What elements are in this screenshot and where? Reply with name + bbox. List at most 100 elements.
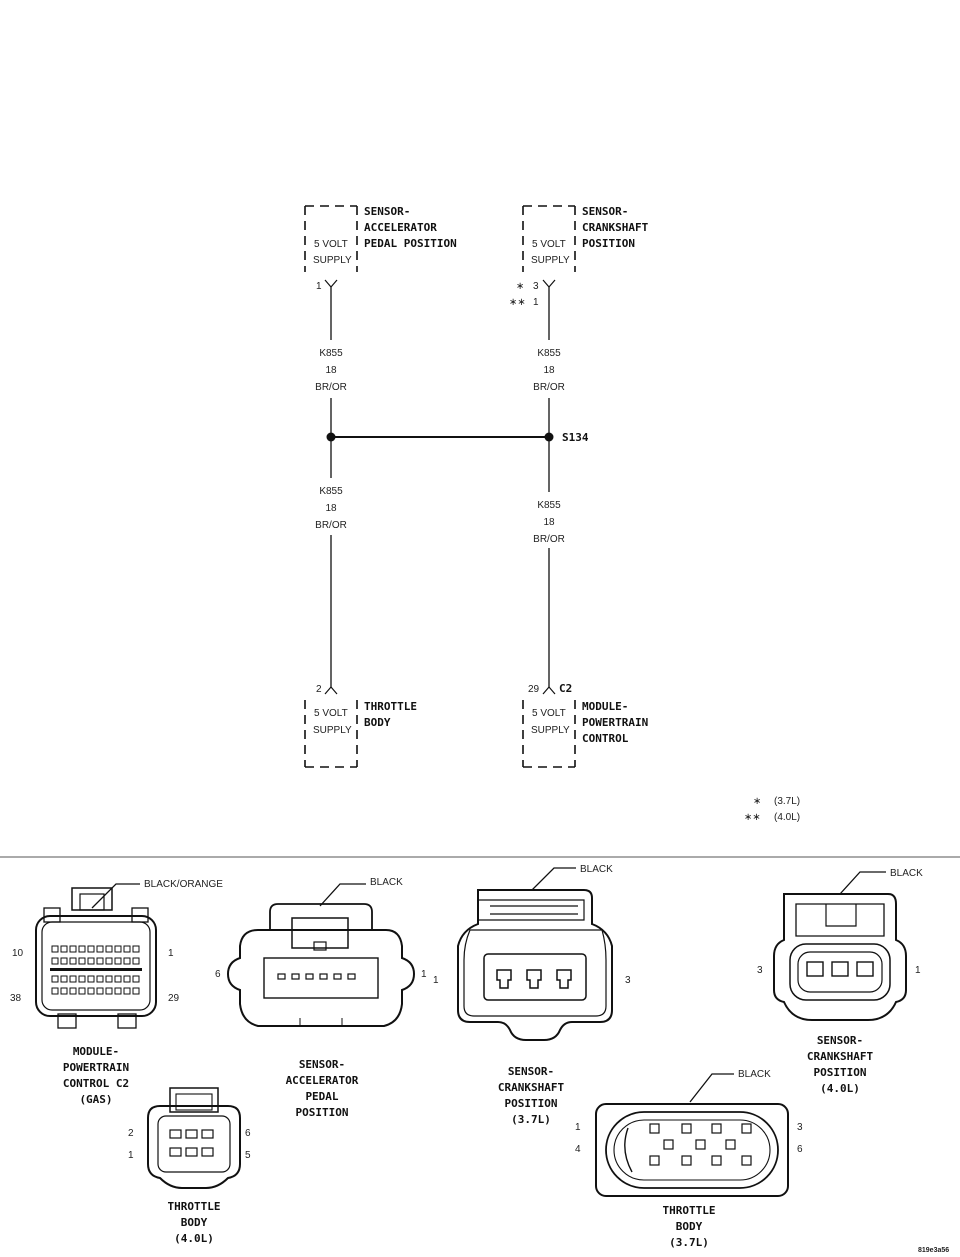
component-sensor-ckp: SENSOR- CRANKSHAFT POSITION 5 VOLT SUPPL…: [509, 205, 649, 308]
splice-dot-left: [326, 432, 336, 442]
connector-title: (4.0L): [820, 1082, 860, 1095]
supply-label: 5 VOLT: [314, 708, 348, 719]
component-outline: [304, 205, 358, 272]
cavity: [105, 987, 113, 995]
component-title: PEDAL POSITION: [364, 237, 457, 250]
cavity: [831, 961, 849, 977]
cavity: [87, 957, 95, 965]
cavity: [333, 973, 342, 980]
cavity: [185, 1147, 198, 1157]
pin-mark: ∗: [516, 281, 524, 292]
connector-cavities: [50, 945, 142, 995]
wire-label: BR/OR: [315, 382, 347, 393]
cavity: [69, 975, 77, 983]
connector-cavities: [496, 969, 572, 989]
pin-number: 3: [797, 1122, 803, 1133]
connector-title: (4.0L): [174, 1232, 214, 1245]
component-title: SENSOR-: [582, 205, 628, 218]
cavity: [60, 957, 68, 965]
wire-label: 18: [325, 503, 337, 514]
connector-color: BLACK/ORANGE: [144, 879, 223, 890]
connector-color: BLACK: [580, 864, 613, 875]
connector-latch: [79, 893, 105, 911]
connector-color: BLACK: [738, 1069, 771, 1080]
pin-number: 3: [533, 281, 539, 292]
legend-text: (4.0L): [774, 812, 800, 823]
cavity: [663, 1139, 674, 1150]
wire-label: BR/OR: [315, 520, 347, 531]
cavity: [123, 957, 131, 965]
schematic: SENSOR- ACCELERATOR PEDAL POSITION 5 VOL…: [304, 205, 649, 768]
color-leader: [839, 871, 886, 895]
component-outline: [304, 700, 358, 768]
cavity: [51, 975, 59, 983]
cavity: [526, 969, 542, 989]
cavity: [114, 945, 122, 953]
connector-title: SENSOR-: [817, 1034, 863, 1047]
wire-label: K855: [319, 348, 343, 359]
pin-number: 3: [757, 965, 763, 976]
splice-dot-right: [544, 432, 554, 442]
pin-number: 6: [245, 1128, 251, 1139]
cavity: [201, 1147, 214, 1157]
cavity: [96, 957, 104, 965]
connector-title: MODULE-: [73, 1045, 119, 1058]
cavity: [60, 987, 68, 995]
wire-label: BR/OR: [533, 534, 565, 545]
connector-body: [35, 915, 157, 1017]
pin-number: 1: [533, 297, 539, 308]
connector-cavities: [806, 961, 874, 977]
legend-text: (3.7L): [774, 796, 800, 807]
cavity: [114, 975, 122, 983]
connector-latch: [169, 1087, 219, 1113]
figure-id: 819e3a56: [918, 1247, 949, 1254]
female-terminal-icon: [324, 686, 338, 695]
cavity: [87, 987, 95, 995]
supply-label: 5 VOLT: [532, 708, 566, 719]
cavity: [105, 945, 113, 953]
cavity: [78, 957, 86, 965]
connector-title: (GAS): [79, 1093, 112, 1106]
cavity: [114, 987, 122, 995]
component-title: POWERTRAIN: [582, 716, 648, 729]
pin-number: 5: [245, 1150, 251, 1161]
connector-body: [595, 1103, 789, 1197]
pin-number: 1: [316, 281, 322, 292]
connector-view-tb-40: 2 1 6 5 THROTTLE BODY (4.0L): [128, 1087, 251, 1245]
cavity: [78, 945, 86, 953]
connector-cavities: [277, 973, 356, 980]
supply-label: SUPPLY: [531, 725, 570, 736]
connector-face: [263, 957, 379, 999]
connector-title: (3.7L): [511, 1113, 551, 1126]
supply-label: SUPPLY: [313, 255, 352, 266]
cavity: [96, 975, 104, 983]
connector-ear: [117, 1013, 137, 1029]
connector-view-app: BLACK 6 1 SENSOR- ACCELERATOR PEDAL POSI…: [215, 877, 427, 1119]
connector-latch: [825, 904, 857, 927]
supply-label: SUPPLY: [313, 725, 352, 736]
connector-title: CONTROL C2: [63, 1077, 129, 1090]
pin-number: 29: [168, 993, 180, 1004]
connector-view-ckp-37: BLACK 1 3 SENSOR- CRANKSHAFT POSITION (3…: [433, 864, 631, 1126]
connector-body: [147, 1105, 241, 1189]
connector-latch: [71, 887, 113, 911]
connector-title: POWERTRAIN: [63, 1061, 129, 1074]
cavity: [711, 1123, 722, 1134]
cavity: [649, 1123, 660, 1134]
wire-label: K855: [319, 486, 343, 497]
cavity: [496, 969, 512, 989]
legend: ∗ (3.7L) ∗∗ (4.0L): [744, 796, 800, 823]
cavity: [114, 957, 122, 965]
wire-label: K855: [537, 348, 561, 359]
cavity: [725, 1139, 736, 1150]
connector-view-pcm-c2: BLACK/ORANGE 10 1 38 29 MODULE- POWERTRA…: [10, 879, 223, 1106]
pin-number: 29: [528, 684, 540, 695]
pin-number: 3: [625, 975, 631, 986]
connector-face: [797, 951, 883, 993]
connector-view-tb-37: BLACK 1 4 3 6 THROTTLE BODY (3.7L): [575, 1069, 803, 1249]
color-leader: [319, 883, 366, 907]
cavity: [87, 945, 95, 953]
male-terminal-icon: [542, 279, 556, 288]
cavity: [132, 987, 140, 995]
